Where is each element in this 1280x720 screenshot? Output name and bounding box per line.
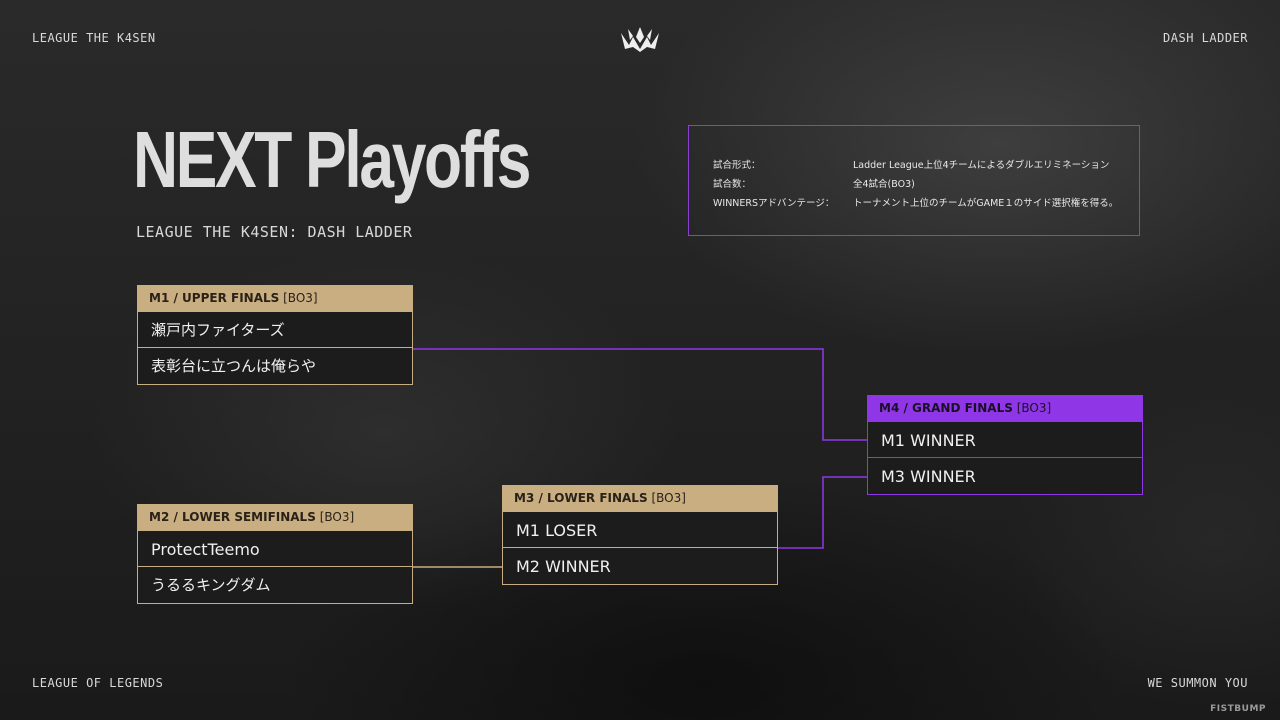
match-name: UPPER FINALS — [182, 291, 280, 305]
match-name: LOWER SEMIFINALS — [182, 510, 316, 524]
team-slot: M1 LOSER — [502, 511, 778, 548]
header-left-label: LEAGUE THE K4SEN — [32, 31, 156, 45]
match-format: [BO3] — [283, 291, 318, 305]
credit-label: FISTBUMP — [1210, 704, 1266, 714]
match-id: M3 — [514, 491, 535, 505]
team-slot: M2 WINNER — [502, 548, 778, 585]
match-m3: M3 / LOWER FINALS [BO3] M1 LOSER M2 WINN… — [502, 485, 778, 585]
match-name: LOWER FINALS — [547, 491, 648, 505]
info-value: Ladder League上位4チームによるダブルエリミネーション — [853, 160, 1110, 171]
match-header: M1 / UPPER FINALS [BO3] — [137, 285, 413, 311]
match-id: M1 — [149, 291, 170, 305]
info-label: 試合形式： — [713, 160, 761, 171]
info-label: WINNERSアドバンテージ： — [713, 198, 835, 209]
match-header: M4 / GRAND FINALS [BO3] — [867, 395, 1143, 421]
info-label: 試合数： — [713, 179, 752, 190]
team-slot: 瀬戸内ファイターズ — [137, 311, 413, 348]
info-value: 全4試合(BO3) — [853, 179, 915, 190]
team-slot: ProtectTeemo — [137, 530, 413, 567]
match-format: [BO3] — [319, 510, 355, 524]
page-subtitle: LEAGUE THE K4SEN: DASH LADDER — [136, 223, 413, 241]
match-format: [BO3] — [651, 491, 686, 505]
footer-left-label: LEAGUE OF LEGENDS — [32, 676, 164, 690]
info-value: トーナメント上位のチームがGAME１のサイド選択権を得る。 — [853, 198, 1119, 209]
match-m4: M4 / GRAND FINALS [BO3] M1 WINNER M3 WIN… — [867, 395, 1143, 495]
team-slot: M3 WINNER — [867, 458, 1143, 495]
header-right-label: DASH LADDER — [1163, 31, 1248, 45]
connector-m1-to-m4 — [412, 348, 868, 441]
team-slot: うるるキングダム — [137, 567, 413, 604]
match-id: M2 — [149, 510, 170, 524]
match-m1: M1 / UPPER FINALS [BO3] 瀬戸内ファイターズ 表彰台に立つ… — [137, 285, 413, 385]
match-m2: M2 / LOWER SEMIFINALS [BO3] ProtectTeemo… — [137, 504, 413, 604]
match-header: M3 / LOWER FINALS [BO3] — [502, 485, 778, 511]
match-header: M2 / LOWER SEMIFINALS [BO3] — [137, 504, 413, 530]
page-title: NEXT Playoffs — [133, 115, 531, 204]
connector-m3-to-m4 — [777, 476, 868, 549]
rules-info-box: 試合形式： Ladder League上位4チームによるダブルエリミネーション … — [688, 125, 1140, 236]
match-name: GRAND FINALS — [912, 401, 1013, 415]
footer-right-label: WE SUMMON YOU — [1147, 676, 1248, 690]
match-format: [BO3] — [1016, 401, 1052, 415]
team-slot: M1 WINNER — [867, 421, 1143, 458]
match-id: M4 — [879, 401, 900, 415]
crown-logo-icon — [621, 27, 659, 52]
team-slot: 表彰台に立つんは俺らや — [137, 348, 413, 385]
